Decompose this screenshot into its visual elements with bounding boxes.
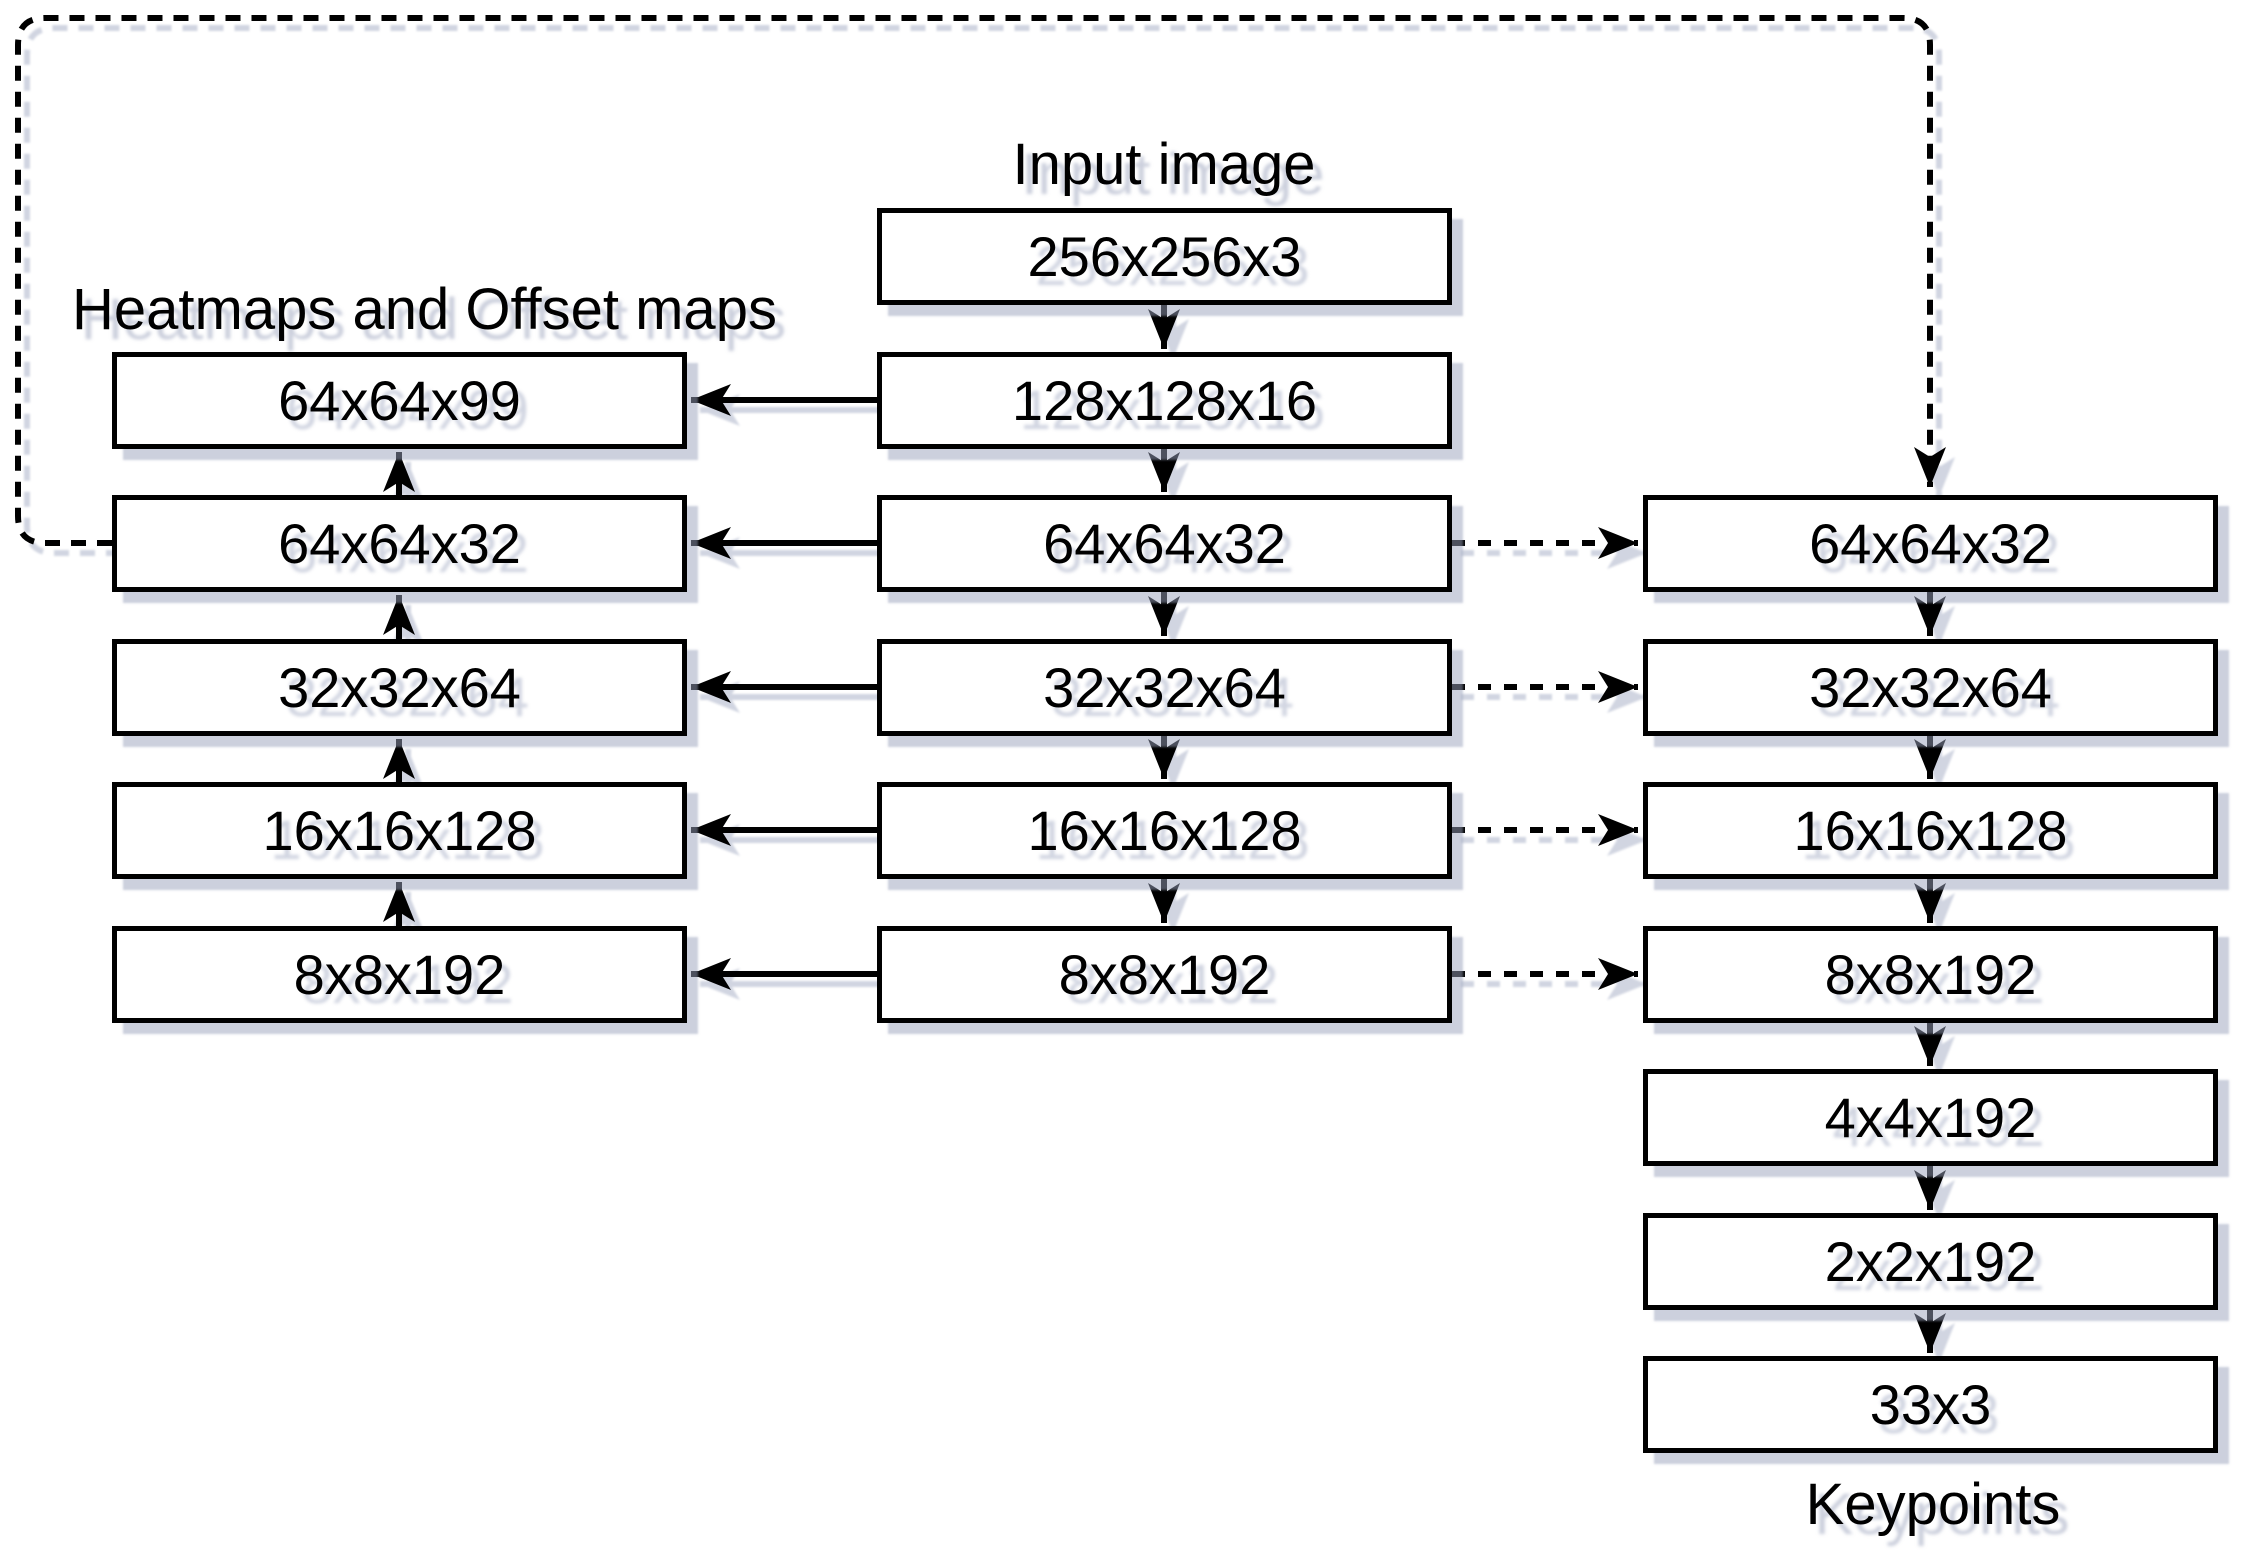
box-right-16x16x128: 16x16x128 (1643, 782, 2218, 879)
box-center-64x64x32: 64x64x32 (877, 495, 1452, 592)
box-center-8x8x192: 8x8x192 (877, 926, 1452, 1023)
box-center-128x128x16: 128x128x16 (877, 352, 1452, 449)
box-left-32x32x64: 32x32x64 (112, 639, 687, 736)
box-left-64x64x99: 64x64x99 (112, 352, 687, 449)
box-left-8x8x192: 8x8x192 (112, 926, 687, 1023)
box-right-8x8x192: 8x8x192 (1643, 926, 2218, 1023)
box-left-16x16x128: 16x16x128 (112, 782, 687, 879)
label-keypoints: Keypoints (1805, 1472, 2061, 1537)
box-right-4x4x192: 4x4x192 (1643, 1069, 2218, 1166)
box-right-2x2x192: 2x2x192 (1643, 1213, 2218, 1310)
box-right-32x32x64: 32x32x64 (1643, 639, 2218, 736)
box-right-64x64x32: 64x64x32 (1643, 495, 2218, 592)
box-center-16x16x128: 16x16x128 (877, 782, 1452, 879)
box-center-32x32x64: 32x32x64 (877, 639, 1452, 736)
label-heatmaps-offset-maps: Heatmaps and Offset maps (72, 277, 777, 342)
box-right-33x3: 33x3 (1643, 1356, 2218, 1453)
label-input-image: Input image (1012, 132, 1316, 197)
box-left-64x64x32: 64x64x32 (112, 495, 687, 592)
skip-connection-dashed-loop (15, 15, 1946, 546)
box-center-256x256x3: 256x256x3 (877, 208, 1452, 305)
